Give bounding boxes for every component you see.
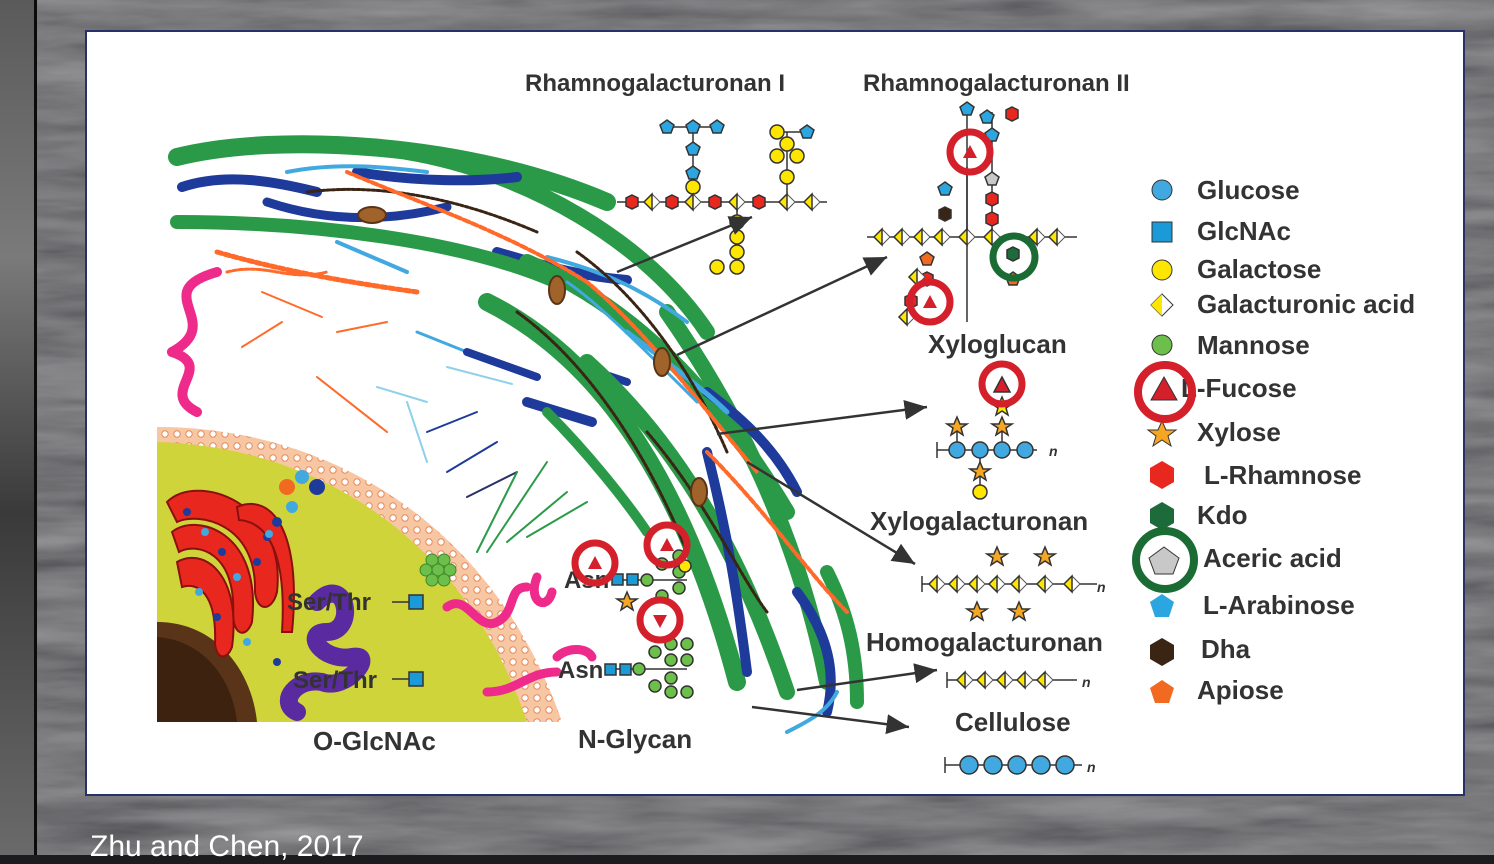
legend-label-l-fucose: L-Fucose (1181, 373, 1297, 403)
legend-label-l-arabinose: L-Arabinose (1203, 590, 1355, 620)
xyloglucan-repeat: n (1049, 443, 1058, 459)
homogalacturonan-structure (947, 672, 1077, 688)
rg1-structure (617, 120, 827, 274)
aceric-acid-highlights (993, 236, 1194, 589)
protein-knot (654, 348, 670, 376)
xylogalacturonan-repeat: n (1097, 579, 1106, 595)
xyloglucan-label: Xyloglucan (928, 329, 1067, 359)
legend-label-mannose: Mannose (1197, 330, 1310, 360)
monosaccharide-legend: Glucose GlcNAc Galactose Galacturonic ac… (1148, 175, 1415, 705)
rhamnogalacturonan-ii-label: Rhamnogalacturonan II (863, 70, 1130, 97)
legend-label-l-rhamnose: L-Rhamnose (1204, 460, 1361, 490)
legend-label-glcnac: GlcNAc (1197, 216, 1291, 246)
legend-label-xylose: Xylose (1197, 417, 1281, 447)
ser-thr-label-2: Ser/Thr (293, 667, 377, 694)
figure-panel: n n n n (85, 30, 1465, 796)
n-glycan-label: N-Glycan (578, 724, 692, 754)
legend-label-galactose: Galactose (1197, 254, 1321, 284)
protein-knot (691, 478, 707, 506)
l-arabinose-symbol-icon (1150, 594, 1174, 617)
left-border-strip (0, 0, 34, 855)
xylose-symbol-icon (1148, 421, 1176, 446)
o-glcnac-label: O-GlcNAc (313, 726, 436, 756)
legend-label-apiose: Apiose (1197, 675, 1284, 705)
homogalacturonan-label: Homogalacturonan (866, 627, 1103, 657)
glycan-cell-wall-diagram: n n n n (87, 32, 1467, 798)
apiose-symbol-icon (1150, 680, 1174, 703)
legend-label-galacturonic-acid: Galacturonic acid (1197, 289, 1415, 319)
legend-label-aceric-acid: Aceric acid (1203, 543, 1342, 573)
ser-thr-label-1: Ser/Thr (287, 589, 371, 616)
glucose-symbol-icon (1152, 180, 1172, 200)
rhamnogalacturonan-i-label: Rhamnogalacturonan I (525, 70, 785, 97)
protein-knot (358, 207, 386, 223)
homogalacturonan-repeat: n (1082, 674, 1091, 690)
l-rhamnose-symbol-icon (1150, 461, 1174, 489)
glcnac-symbol-icon (1152, 222, 1172, 242)
cellulose-repeat: n (1087, 759, 1096, 775)
aceric-acid-symbol-icon (1149, 547, 1179, 574)
galacturonic-acid-symbol-icon (1151, 294, 1173, 316)
xylogalacturonan-structure (922, 547, 1097, 620)
left-border-line (34, 0, 37, 855)
cellulose-label: Cellulose (955, 707, 1071, 737)
legend-label-dha: Dha (1201, 634, 1251, 664)
xylogalacturonan-label: Xylogalacturonan (870, 506, 1088, 536)
legend-label-kdo: Kdo (1197, 500, 1248, 530)
cellulose-structure (945, 756, 1082, 774)
l-fucose-symbol-icon (1151, 377, 1177, 400)
legend-label-glucose: Glucose (1197, 175, 1300, 205)
asn-label-2: Asn (558, 657, 603, 684)
citation-caption: Zhu and Chen, 2017 (90, 830, 364, 864)
galactose-symbol-icon (1152, 260, 1172, 280)
dha-symbol-icon (1150, 638, 1174, 666)
mannose-symbol-icon (1152, 335, 1172, 355)
fucose-highlights (575, 132, 1192, 640)
protein-knot (549, 276, 565, 304)
kdo-symbol-icon (1150, 502, 1174, 530)
